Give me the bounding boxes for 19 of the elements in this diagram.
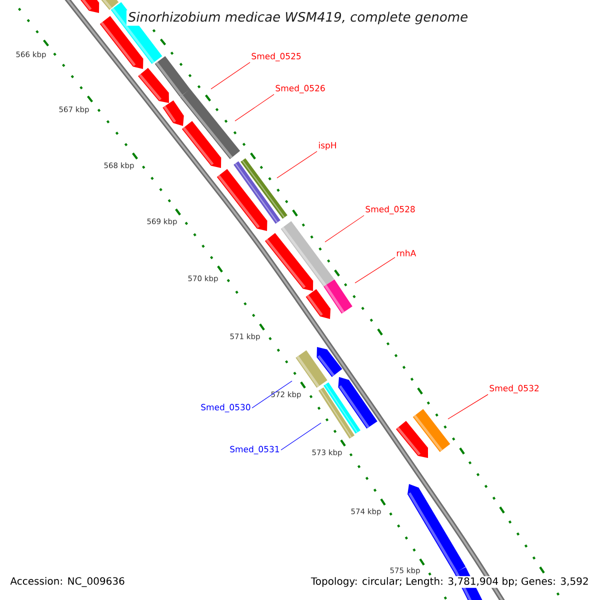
gene-label: Smed_0530 — [201, 404, 250, 412]
gene-label: rnhA — [396, 250, 416, 256]
title: Sinorhizobium medicae WSM419, complete genome — [126, 10, 470, 26]
leader-line — [280, 422, 322, 450]
leader-line — [324, 215, 364, 242]
gene-label: Smed_0531 — [230, 446, 280, 454]
leader-line — [210, 62, 250, 90]
gene-label: Smed_0525 — [252, 52, 301, 62]
gene-label: Smed_0532 — [490, 384, 539, 394]
accession-label: Accession: NC_009636 — [9, 576, 126, 588]
leader-line — [234, 94, 274, 122]
gene-label: Smed_0526 — [276, 84, 325, 94]
gene-label: ispH — [319, 142, 336, 150]
leader-line — [354, 257, 396, 284]
genome-info-label: Topology: circular; Length: 3,781,904 bp; Genes: 3,592 — [310, 576, 590, 588]
leader-line — [276, 151, 318, 178]
leader-line — [252, 380, 292, 408]
gene-label: Smed_0528 — [366, 206, 415, 214]
leader-line — [448, 394, 488, 420]
